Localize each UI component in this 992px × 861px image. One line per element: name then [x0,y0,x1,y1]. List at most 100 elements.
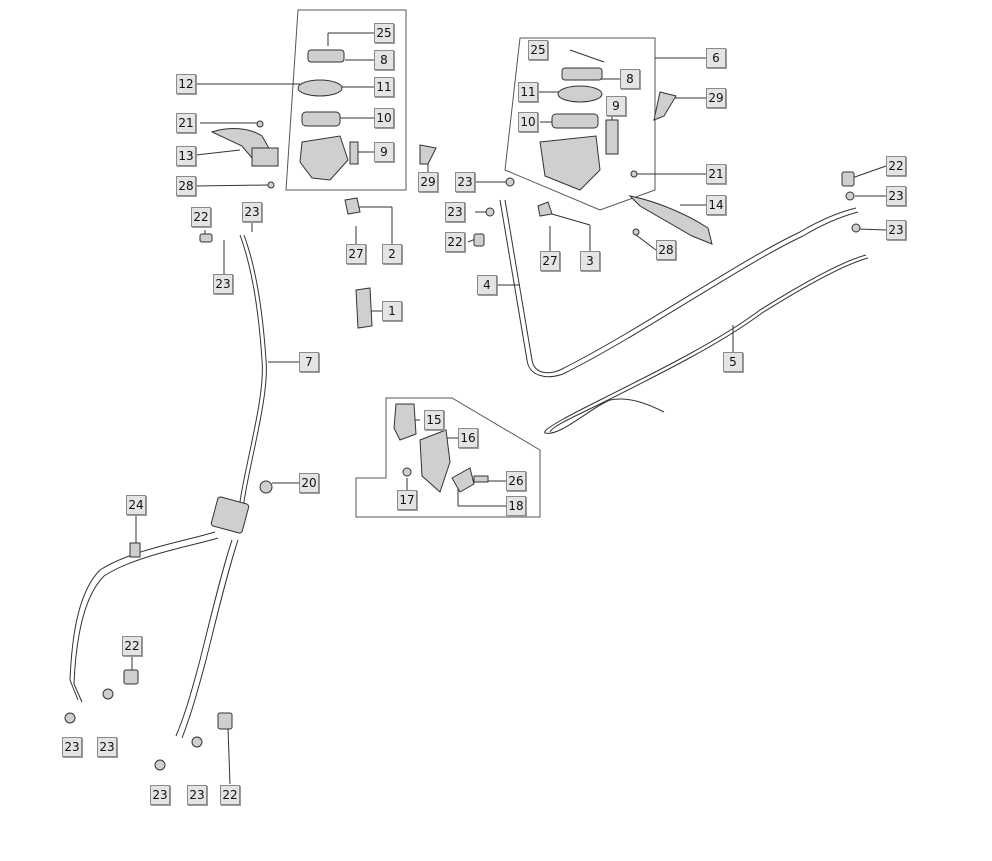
diaphragm-plate-right [557,85,603,103]
callout-23[interactable]: 23 [97,737,117,757]
lever-bracket-29-right [653,91,677,121]
callout-2[interactable]: 2 [382,244,402,264]
callout-10[interactable]: 10 [518,112,538,132]
callout-7[interactable]: 7 [299,352,319,372]
callout-17[interactable]: 17 [397,490,417,510]
callout-14[interactable]: 14 [706,195,726,215]
left-front-caliper-hose [69,531,216,701]
callout-23[interactable]: 23 [886,220,906,240]
callout-16[interactable]: 16 [458,428,478,448]
callout-29[interactable]: 29 [418,172,438,192]
callout-12[interactable]: 12 [176,74,196,94]
callout-20[interactable]: 20 [299,473,319,493]
washer-23-h [851,223,861,233]
right-master-cylinder-group-box [504,37,656,211]
washer-23-c [154,759,166,771]
callout-27[interactable]: 27 [540,251,560,271]
callout-22[interactable]: 22 [886,156,906,176]
banjo-bolt-22-a [199,233,213,243]
callout-23[interactable]: 23 [242,202,262,222]
callout-8[interactable]: 8 [620,69,640,89]
reservoir-cap-left [307,49,345,63]
switch-15 [393,403,417,441]
front-brake-hose [237,234,263,521]
washer-23-b [102,688,114,700]
diaphragm-left [301,111,341,127]
callout-22[interactable]: 22 [122,636,142,656]
callout-23[interactable]: 23 [62,737,82,757]
pin-28-left [267,181,275,189]
brake-joint-2 [344,197,361,215]
callout-1[interactable]: 1 [382,301,402,321]
screw-17 [402,467,412,477]
callout-29[interactable]: 29 [706,88,726,108]
callout-10[interactable]: 10 [374,108,394,128]
diaphragm-right [551,113,599,129]
washer-23-e [505,177,515,187]
banjo-bolt-22-d [473,233,485,247]
callout-23[interactable]: 23 [455,172,475,192]
banjo-bolt-22-c [217,712,233,730]
parking-brake-cable [544,254,867,434]
callout-18[interactable]: 18 [506,496,526,516]
brake-lever-right [628,195,713,245]
callout-9[interactable]: 9 [374,142,394,162]
banjo-bolt-22-e [841,171,855,187]
diaphragm-plate-left [297,79,343,97]
callout-24[interactable]: 24 [126,495,146,515]
callout-11[interactable]: 11 [374,77,394,97]
callout-9[interactable]: 9 [606,96,626,116]
brake-joint-3 [537,201,553,217]
callout-23[interactable]: 23 [886,186,906,206]
callout-4[interactable]: 4 [477,275,497,295]
callout-13[interactable]: 13 [176,146,196,166]
washer-23-d [191,736,203,748]
piston-kit-right [605,119,619,155]
callout-5[interactable]: 5 [723,352,743,372]
bolt-26 [473,475,489,483]
callout-22[interactable]: 22 [191,207,211,227]
callout-6[interactable]: 6 [706,48,726,68]
pin-21-right [630,170,638,178]
callout-21[interactable]: 21 [176,113,196,133]
callout-21[interactable]: 21 [706,164,726,184]
callout-22[interactable]: 22 [445,232,465,252]
lever-holder-left [251,147,279,167]
bolt-20 [259,480,273,494]
callout-23[interactable]: 23 [187,785,207,805]
switch-bracket-16 [419,429,451,493]
callout-8[interactable]: 8 [374,50,394,70]
callout-11[interactable]: 11 [518,82,538,102]
washer-23-g [845,191,855,201]
right-front-caliper-hose [175,539,233,737]
callout-22[interactable]: 22 [220,785,240,805]
hose-clamp-1 [355,287,373,329]
piston-kit-left [349,141,359,165]
callout-28[interactable]: 28 [656,240,676,260]
plate-18 [451,467,475,493]
callout-23[interactable]: 23 [150,785,170,805]
clip-24 [129,542,141,558]
rear-brake-hose [504,199,857,374]
callout-23[interactable]: 23 [445,202,465,222]
callout-28[interactable]: 28 [176,176,196,196]
hose-joint-clamp [210,496,250,534]
callout-23[interactable]: 23 [213,274,233,294]
callout-3[interactable]: 3 [580,251,600,271]
callout-25[interactable]: 25 [374,23,394,43]
callout-27[interactable]: 27 [346,244,366,264]
reservoir-cap-right [561,67,603,81]
pin-21-left [256,120,264,128]
washer-23-a [64,712,76,724]
callout-26[interactable]: 26 [506,471,526,491]
washer-23-f [485,207,495,217]
lever-bracket-29-left [419,144,437,165]
pin-28-right [632,228,640,236]
master-cylinder-left [299,135,349,181]
callout-15[interactable]: 15 [424,410,444,430]
master-cylinder-right [539,135,601,191]
banjo-bolt-22-b [123,669,139,685]
callout-25[interactable]: 25 [528,40,548,60]
